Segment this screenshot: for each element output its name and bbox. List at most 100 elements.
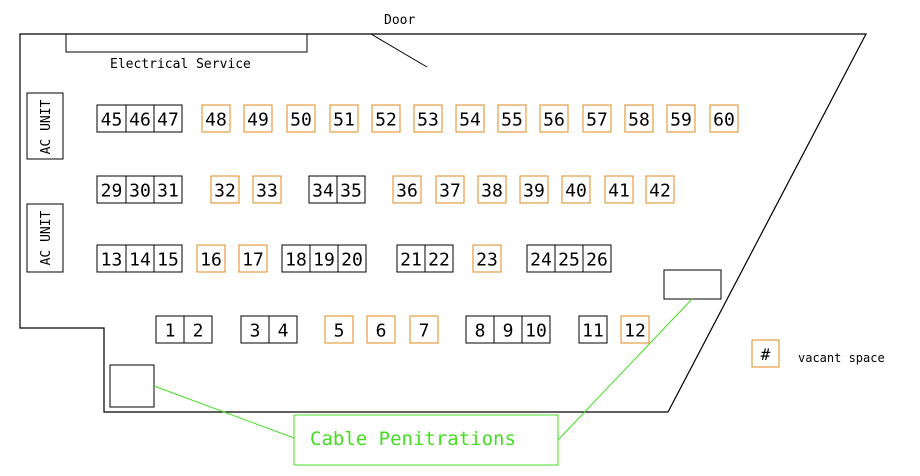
rack-54-vacant xyxy=(455,104,485,133)
rack-37-vacant xyxy=(435,175,465,204)
legend-vacant-symbol: # xyxy=(761,345,771,364)
rack-label-52: 52 xyxy=(375,110,397,131)
rack-48-vacant xyxy=(201,104,231,133)
rack-32-vacant xyxy=(210,175,240,204)
cable-penetration-left xyxy=(109,364,155,408)
rack-33-vacant xyxy=(252,175,282,204)
rack-label-20: 20 xyxy=(341,250,363,271)
rack-label-49: 49 xyxy=(247,110,269,131)
rack-label-32: 32 xyxy=(214,181,236,202)
cable-penetrations-callout xyxy=(293,414,559,466)
rack-label-54: 54 xyxy=(459,110,481,131)
rack-38-vacant xyxy=(477,175,507,204)
rack-label-51: 51 xyxy=(333,110,355,131)
electrical-service-label: Electrical Service xyxy=(110,57,251,72)
rack-52-vacant xyxy=(371,104,401,133)
rack-label-3: 3 xyxy=(250,321,261,342)
rack-label-55: 55 xyxy=(501,110,523,131)
rack-60-vacant xyxy=(709,104,739,133)
rack-label-1: 1 xyxy=(165,321,176,342)
rack-label-26: 26 xyxy=(586,250,608,271)
ac-unit-1 xyxy=(26,92,64,160)
rack-label-12: 12 xyxy=(624,321,646,342)
rack-label-38: 38 xyxy=(481,181,503,202)
door-label: Door xyxy=(384,13,415,28)
cable-leader-left xyxy=(153,385,295,439)
rack-39-vacant xyxy=(519,175,549,204)
rack-label-22: 22 xyxy=(428,250,450,271)
rack-7-vacant xyxy=(409,315,439,344)
rack-label-40: 40 xyxy=(565,181,587,202)
ac-unit-1-label: AC UNIT xyxy=(39,99,54,154)
rack-label-19: 19 xyxy=(313,250,335,271)
rack-36-vacant xyxy=(392,175,422,204)
rack-label-30: 30 xyxy=(129,181,151,202)
rack-16-vacant xyxy=(196,244,226,273)
rack-35-occupied xyxy=(336,175,366,204)
rack-41-vacant xyxy=(604,175,634,204)
rack-label-9: 9 xyxy=(503,321,514,342)
rack-47-occupied xyxy=(153,104,183,133)
rack-label-60: 60 xyxy=(713,110,735,131)
rack-55-vacant xyxy=(497,104,527,133)
rack-10-occupied xyxy=(521,315,551,344)
rack-59-vacant xyxy=(666,104,696,133)
rack-label-45: 45 xyxy=(101,110,123,131)
rack-label-4: 4 xyxy=(278,321,289,342)
rack-label-58: 58 xyxy=(628,110,650,131)
rack-label-25: 25 xyxy=(558,250,580,271)
rack-11-occupied xyxy=(578,315,608,344)
rack-15-occupied xyxy=(153,244,183,273)
rack-12-vacant xyxy=(620,315,650,344)
rack-label-17: 17 xyxy=(242,250,264,271)
rack-6-vacant xyxy=(366,315,396,344)
rack-label-59: 59 xyxy=(670,110,692,131)
rack-51-vacant xyxy=(329,104,359,133)
rack-label-37: 37 xyxy=(439,181,461,202)
rack-label-16: 16 xyxy=(200,250,222,271)
rack-4-occupied xyxy=(268,315,298,344)
rack-label-41: 41 xyxy=(608,181,630,202)
rack-label-18: 18 xyxy=(285,250,307,271)
rack-26-occupied xyxy=(582,244,612,273)
rack-label-7: 7 xyxy=(419,321,430,342)
door-swing xyxy=(370,33,428,68)
rack-17-vacant xyxy=(238,244,268,273)
rack-label-47: 47 xyxy=(157,110,179,131)
rack-23-vacant xyxy=(472,244,502,273)
rack-label-57: 57 xyxy=(586,110,608,131)
rack-label-21: 21 xyxy=(400,250,422,271)
rack-label-50: 50 xyxy=(290,110,312,131)
cable-penetrations-label: Cable Penitrations xyxy=(310,428,516,450)
rack-label-11: 11 xyxy=(582,321,604,342)
rack-label-56: 56 xyxy=(543,110,565,131)
rack-56-vacant xyxy=(539,104,569,133)
ac-unit-2-label: AC UNIT xyxy=(39,210,54,265)
rack-2-occupied xyxy=(183,315,213,344)
rack-22-occupied xyxy=(424,244,454,273)
rack-label-5: 5 xyxy=(334,321,345,342)
rack-label-24: 24 xyxy=(530,250,552,271)
electrical-service-box xyxy=(65,33,308,53)
rack-label-53: 53 xyxy=(417,110,439,131)
rack-5-vacant xyxy=(324,315,354,344)
rack-label-2: 2 xyxy=(193,321,204,342)
rack-20-occupied xyxy=(337,244,367,273)
rack-42-vacant xyxy=(645,175,675,204)
rack-label-35: 35 xyxy=(340,181,362,202)
rack-label-46: 46 xyxy=(129,110,151,131)
rack-31-occupied xyxy=(153,175,183,204)
rack-label-10: 10 xyxy=(525,321,547,342)
legend-vacant-swatch xyxy=(751,339,780,368)
rack-label-42: 42 xyxy=(649,181,671,202)
rack-label-34: 34 xyxy=(312,181,334,202)
rack-40-vacant xyxy=(561,175,591,204)
rack-label-15: 15 xyxy=(157,250,179,271)
rack-58-vacant xyxy=(624,104,654,133)
rack-49-vacant xyxy=(243,104,273,133)
rack-label-8: 8 xyxy=(475,321,486,342)
rack-label-33: 33 xyxy=(256,181,278,202)
cable-penetration-right xyxy=(663,269,722,300)
